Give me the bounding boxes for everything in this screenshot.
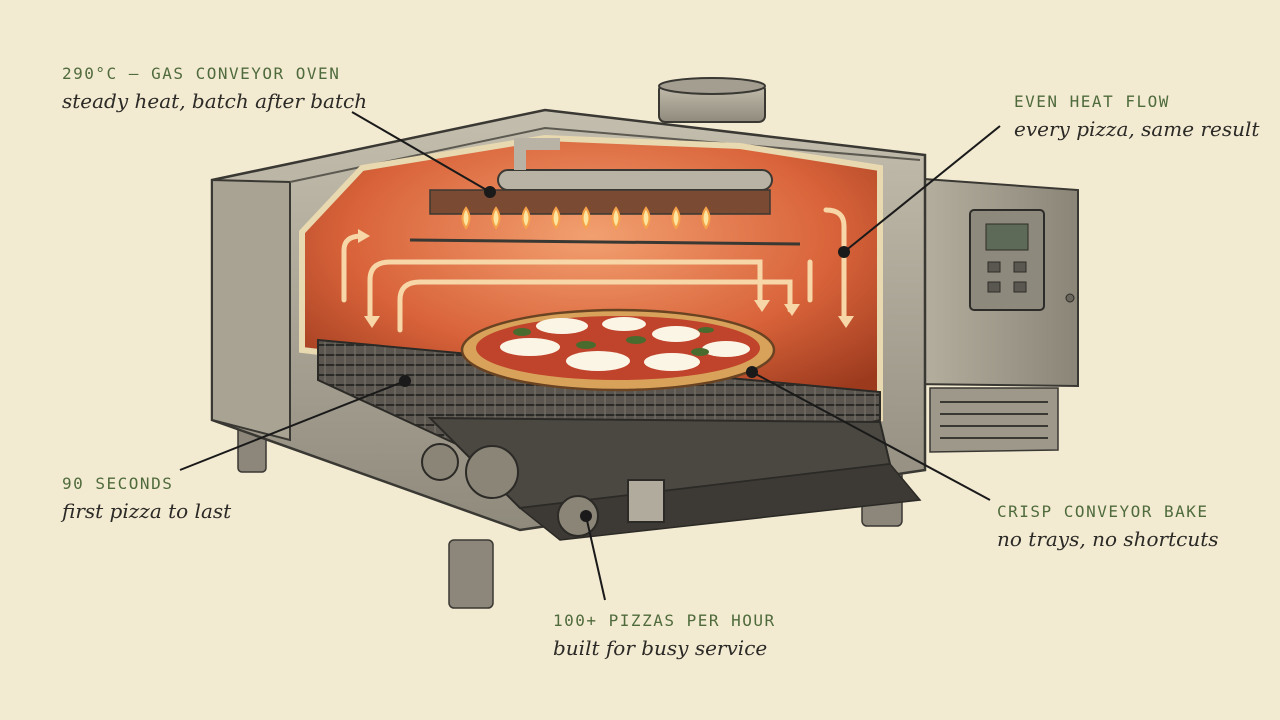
callout-temperature-title: 290°C — GAS CONVEYOR OVEN bbox=[62, 64, 341, 83]
control-panel-icon bbox=[909, 176, 1079, 453]
callout-capacity: 100+ PIZZAS PER HOUR built for busy serv… bbox=[553, 611, 776, 660]
callout-bake: CRISP CONVEYOR BAKE no trays, no shortcu… bbox=[997, 502, 1219, 551]
callout-temperature: 290°C — GAS CONVEYOR OVEN steady heat, b… bbox=[62, 64, 367, 113]
callout-bake-title: CRISP CONVEYOR BAKE bbox=[997, 502, 1209, 521]
leader-heat-flow bbox=[843, 125, 1001, 253]
flame-icon bbox=[461, 206, 711, 230]
chimney bbox=[658, 77, 766, 123]
leader-time bbox=[179, 380, 406, 471]
leader-dots bbox=[399, 186, 850, 522]
callout-time-title: 90 SECONDS bbox=[62, 474, 174, 493]
callout-heat-flow-subtitle: every pizza, same result bbox=[1014, 117, 1260, 141]
pizza-icon bbox=[460, 308, 776, 392]
callout-heat-flow: EVEN HEAT FLOW every pizza, same result bbox=[1014, 92, 1259, 141]
callout-bake-subtitle: no trays, no shortcuts bbox=[997, 527, 1219, 551]
leader-bake bbox=[751, 371, 991, 501]
conveyor-belt bbox=[317, 338, 922, 541]
callout-time: 90 SECONDS first pizza to last bbox=[62, 474, 231, 523]
leader-temperature bbox=[351, 111, 491, 193]
callout-heat-flow-title: EVEN HEAT FLOW bbox=[1014, 92, 1170, 111]
callout-time-subtitle: first pizza to last bbox=[62, 499, 232, 523]
leader-capacity bbox=[585, 515, 606, 601]
leader-lines bbox=[179, 111, 1001, 601]
callout-capacity-subtitle: built for busy service bbox=[553, 636, 768, 660]
heat-flow-arrows bbox=[341, 207, 847, 333]
callout-capacity-title: 100+ PIZZAS PER HOUR bbox=[553, 611, 776, 630]
callout-temperature-subtitle: steady heat, batch after batch bbox=[62, 89, 368, 113]
